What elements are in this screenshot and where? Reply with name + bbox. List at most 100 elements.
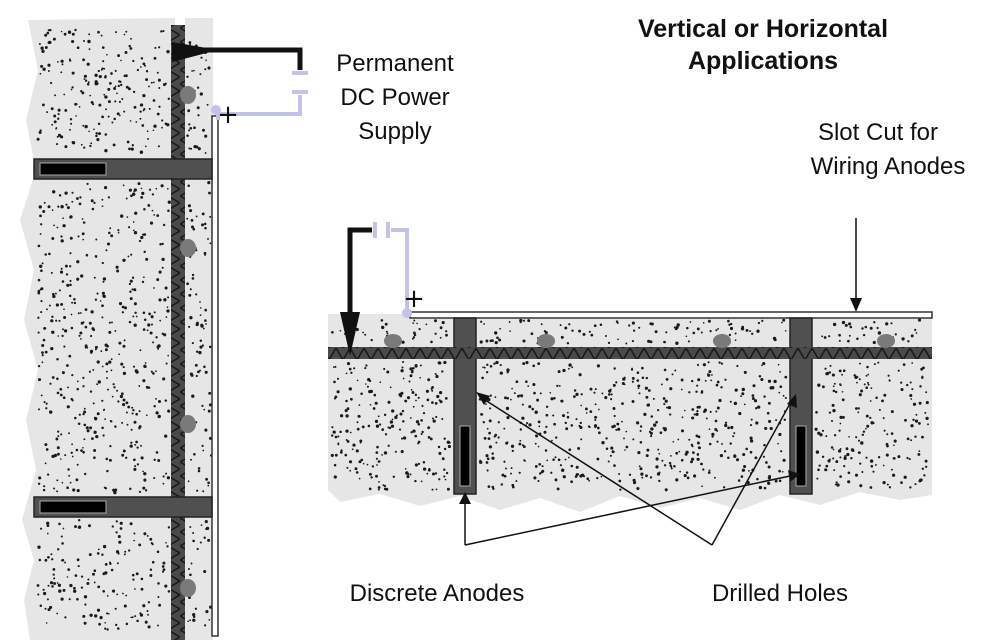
concrete-speckle bbox=[151, 193, 155, 196]
concrete-speckle bbox=[152, 372, 155, 375]
concrete-speckle bbox=[166, 123, 170, 127]
concrete-speckle bbox=[387, 444, 390, 447]
concrete-speckle bbox=[133, 532, 136, 535]
concrete-speckle bbox=[604, 335, 607, 337]
concrete-speckle bbox=[360, 458, 364, 462]
concrete-speckle bbox=[190, 219, 194, 222]
concrete-speckle bbox=[418, 327, 421, 331]
concrete-speckle bbox=[204, 68, 207, 71]
concrete-speckle bbox=[670, 467, 673, 470]
concrete-speckle bbox=[543, 329, 547, 333]
concrete-speckle bbox=[196, 547, 199, 551]
concrete-speckle bbox=[510, 444, 515, 448]
concrete-speckle bbox=[203, 569, 207, 574]
concrete-speckle bbox=[103, 486, 106, 489]
wall-anode-upper bbox=[39, 162, 107, 176]
concrete-speckle bbox=[147, 323, 151, 327]
concrete-speckle bbox=[445, 471, 449, 475]
concrete-speckle bbox=[519, 318, 523, 323]
concrete-speckle bbox=[101, 291, 105, 295]
concrete-speckle bbox=[140, 444, 142, 447]
concrete-speckle bbox=[716, 406, 720, 410]
concrete-speckle bbox=[110, 358, 113, 361]
concrete-speckle bbox=[162, 482, 165, 485]
concrete-speckle bbox=[631, 380, 634, 383]
concrete-speckle bbox=[919, 385, 922, 388]
concrete-speckle bbox=[203, 365, 206, 369]
concrete-speckle bbox=[37, 291, 41, 295]
concrete-speckle bbox=[125, 411, 128, 414]
concrete-speckle bbox=[205, 526, 210, 531]
concrete-speckle bbox=[77, 518, 81, 522]
concrete-speckle bbox=[94, 345, 98, 349]
concrete-speckle bbox=[200, 524, 203, 526]
concrete-speckle bbox=[153, 311, 156, 314]
concrete-speckle bbox=[402, 360, 405, 364]
concrete-speckle bbox=[533, 476, 537, 480]
concrete-speckle bbox=[147, 625, 151, 629]
concrete-speckle bbox=[430, 387, 433, 390]
concrete-speckle bbox=[410, 389, 413, 391]
concrete-speckle bbox=[422, 467, 427, 471]
concrete-speckle bbox=[155, 397, 157, 400]
concrete-speckle bbox=[129, 279, 133, 283]
concrete-speckle bbox=[167, 200, 171, 204]
concrete-speckle bbox=[71, 399, 74, 402]
concrete-speckle bbox=[387, 426, 390, 429]
concrete-speckle bbox=[51, 123, 54, 126]
concrete-speckle bbox=[83, 423, 87, 427]
concrete-speckle bbox=[849, 325, 853, 329]
concrete-speckle bbox=[483, 323, 485, 325]
concrete-speckle bbox=[101, 426, 104, 430]
concrete-speckle bbox=[189, 526, 192, 528]
concrete-speckle bbox=[46, 111, 49, 114]
concrete-speckle bbox=[136, 463, 140, 466]
concrete-speckle bbox=[925, 401, 929, 405]
concrete-speckle bbox=[82, 376, 85, 380]
concrete-speckle bbox=[493, 362, 496, 365]
concrete-speckle bbox=[445, 330, 448, 333]
concrete-speckle bbox=[438, 390, 443, 395]
concrete-speckle bbox=[37, 545, 41, 549]
concrete-speckle bbox=[143, 478, 147, 482]
concrete-speckle bbox=[417, 462, 421, 466]
concrete-speckle bbox=[518, 471, 521, 474]
concrete-speckle bbox=[155, 451, 159, 454]
concrete-speckle bbox=[60, 597, 64, 601]
concrete-speckle bbox=[199, 541, 202, 544]
concrete-speckle bbox=[575, 465, 579, 469]
concrete-speckle bbox=[483, 436, 487, 440]
concrete-speckle bbox=[570, 464, 574, 468]
concrete-speckle bbox=[78, 106, 81, 108]
concrete-speckle bbox=[133, 288, 137, 292]
concrete-speckle bbox=[114, 100, 117, 103]
concrete-speckle bbox=[769, 426, 773, 431]
concrete-speckle bbox=[166, 306, 169, 309]
concrete-speckle bbox=[83, 78, 86, 80]
concrete-speckle bbox=[425, 389, 429, 393]
concrete-speckle bbox=[710, 379, 713, 382]
concrete-speckle bbox=[39, 264, 43, 268]
concrete-speckle bbox=[378, 423, 382, 426]
concrete-speckle bbox=[844, 323, 848, 327]
concrete-speckle bbox=[147, 137, 150, 140]
concrete-speckle bbox=[92, 572, 95, 576]
concrete-speckle bbox=[148, 188, 152, 191]
concrete-speckle bbox=[98, 103, 102, 107]
concrete-speckle bbox=[167, 296, 170, 299]
concrete-speckle bbox=[368, 472, 372, 476]
concrete-speckle bbox=[76, 277, 80, 281]
concrete-speckle bbox=[144, 620, 148, 624]
concrete-speckle bbox=[586, 477, 590, 481]
concrete-speckle bbox=[142, 62, 146, 66]
concrete-speckle bbox=[749, 450, 753, 454]
concrete-speckle bbox=[596, 476, 599, 480]
concrete-speckle bbox=[560, 335, 564, 339]
concrete-speckle bbox=[441, 370, 444, 373]
concrete-speckle bbox=[188, 147, 191, 150]
concrete-speckle bbox=[612, 383, 616, 387]
concrete-speckle bbox=[93, 128, 95, 131]
concrete-speckle bbox=[138, 543, 142, 547]
concrete-speckle bbox=[139, 150, 144, 154]
concrete-speckle bbox=[81, 232, 85, 236]
